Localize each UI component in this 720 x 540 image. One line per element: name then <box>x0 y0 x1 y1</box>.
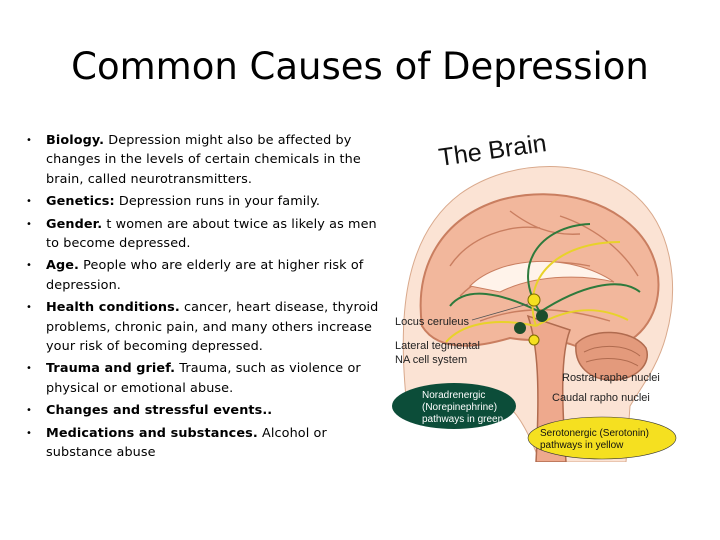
cerebellum <box>575 331 648 381</box>
noradrenergic-badge <box>392 383 516 429</box>
list-item: • Changes and stressful events.. <box>26 401 382 420</box>
bullet-icon: • <box>26 196 32 208</box>
brain-heading: The Brain <box>437 129 548 172</box>
label-locus: Locus ceruleus <box>395 316 469 328</box>
list-item-text: t women are about twice as likely as men… <box>46 216 377 252</box>
slide-title: Common Causes of Depression <box>71 45 649 88</box>
lateral-nucleus-dot <box>514 322 526 334</box>
list-item: • Age. People who are elderly are at high… <box>26 256 382 295</box>
nor-badge-line-2: (Norepinephrine) <box>422 402 497 413</box>
ser-badge-line-1: Serotonergic (Serotonin) <box>540 428 649 439</box>
list-item: • Gender. t women are about twice as like… <box>26 215 382 254</box>
label-rostral: Rostral raphe nuclei <box>562 372 660 384</box>
list-item: • Medications and substances. Alcohol or … <box>26 424 382 463</box>
list-item-text: Alcohol or substance abuse <box>46 425 327 461</box>
caudal-nucleus-dot <box>528 334 540 346</box>
list-item-term: Health conditions. <box>46 300 180 316</box>
rostral-nucleus-dot <box>536 310 548 322</box>
list-item-term: Medications and substances. <box>46 425 258 441</box>
list-item: • Biology. Depression might also be affec… <box>26 131 382 189</box>
list-item-term: Age. <box>46 258 80 274</box>
list-item-text: Trauma, such as violence or physical or … <box>46 361 361 396</box>
bullet-icon: • <box>26 427 32 439</box>
ser-badge-line-2: pathways in yellow <box>540 440 624 451</box>
list-item-text: cancer, heart disease, thyroid problems,… <box>46 300 379 355</box>
list-item-text: Depression runs in your family. <box>114 194 321 210</box>
list-item-term: Trauma and grief. <box>46 361 176 377</box>
bullet-icon: • <box>26 260 32 272</box>
bullet-icon: • <box>26 135 32 146</box>
bullet-icon: • <box>26 363 32 375</box>
corpus-callosum <box>468 260 615 293</box>
nor-badge-line-1: Noradrenergic <box>422 390 485 401</box>
list-item: • Health conditions. cancer, heart diseas… <box>26 298 382 356</box>
list-item-text: Depression might also be affected by cha… <box>46 133 361 187</box>
list-item-term: Genetics: <box>46 194 115 210</box>
label-caudal: Caudal rapho nuclei <box>552 392 650 404</box>
list-item-term: Gender. <box>46 216 103 232</box>
nor-badge-line-3: pathways in green <box>422 414 503 425</box>
locus-nucleus-dot <box>527 293 541 307</box>
list-item: • Genetics: Depression runs in your famil… <box>26 192 382 211</box>
serotonergic-badge <box>527 416 677 460</box>
list-item: • Trauma and grief. Trauma, such as viole… <box>26 359 382 398</box>
bullet-icon: • <box>26 405 32 417</box>
list-item-term: Biology. <box>46 133 105 148</box>
brain-diagram: The Brain Locus ceruleus Lateral tegment… <box>392 129 677 462</box>
list-item-term: Changes and stressful events.. <box>46 403 273 419</box>
label-lateral-2: NA cell system <box>395 354 467 366</box>
causes-list: • Biology. Depression might also be affec… <box>26 131 382 466</box>
list-item-text: People who are elderly are at higher ris… <box>46 258 364 293</box>
label-lateral-1: Lateral tegmental <box>395 340 480 352</box>
bullet-icon: • <box>26 302 32 314</box>
bullet-icon: • <box>26 218 32 230</box>
